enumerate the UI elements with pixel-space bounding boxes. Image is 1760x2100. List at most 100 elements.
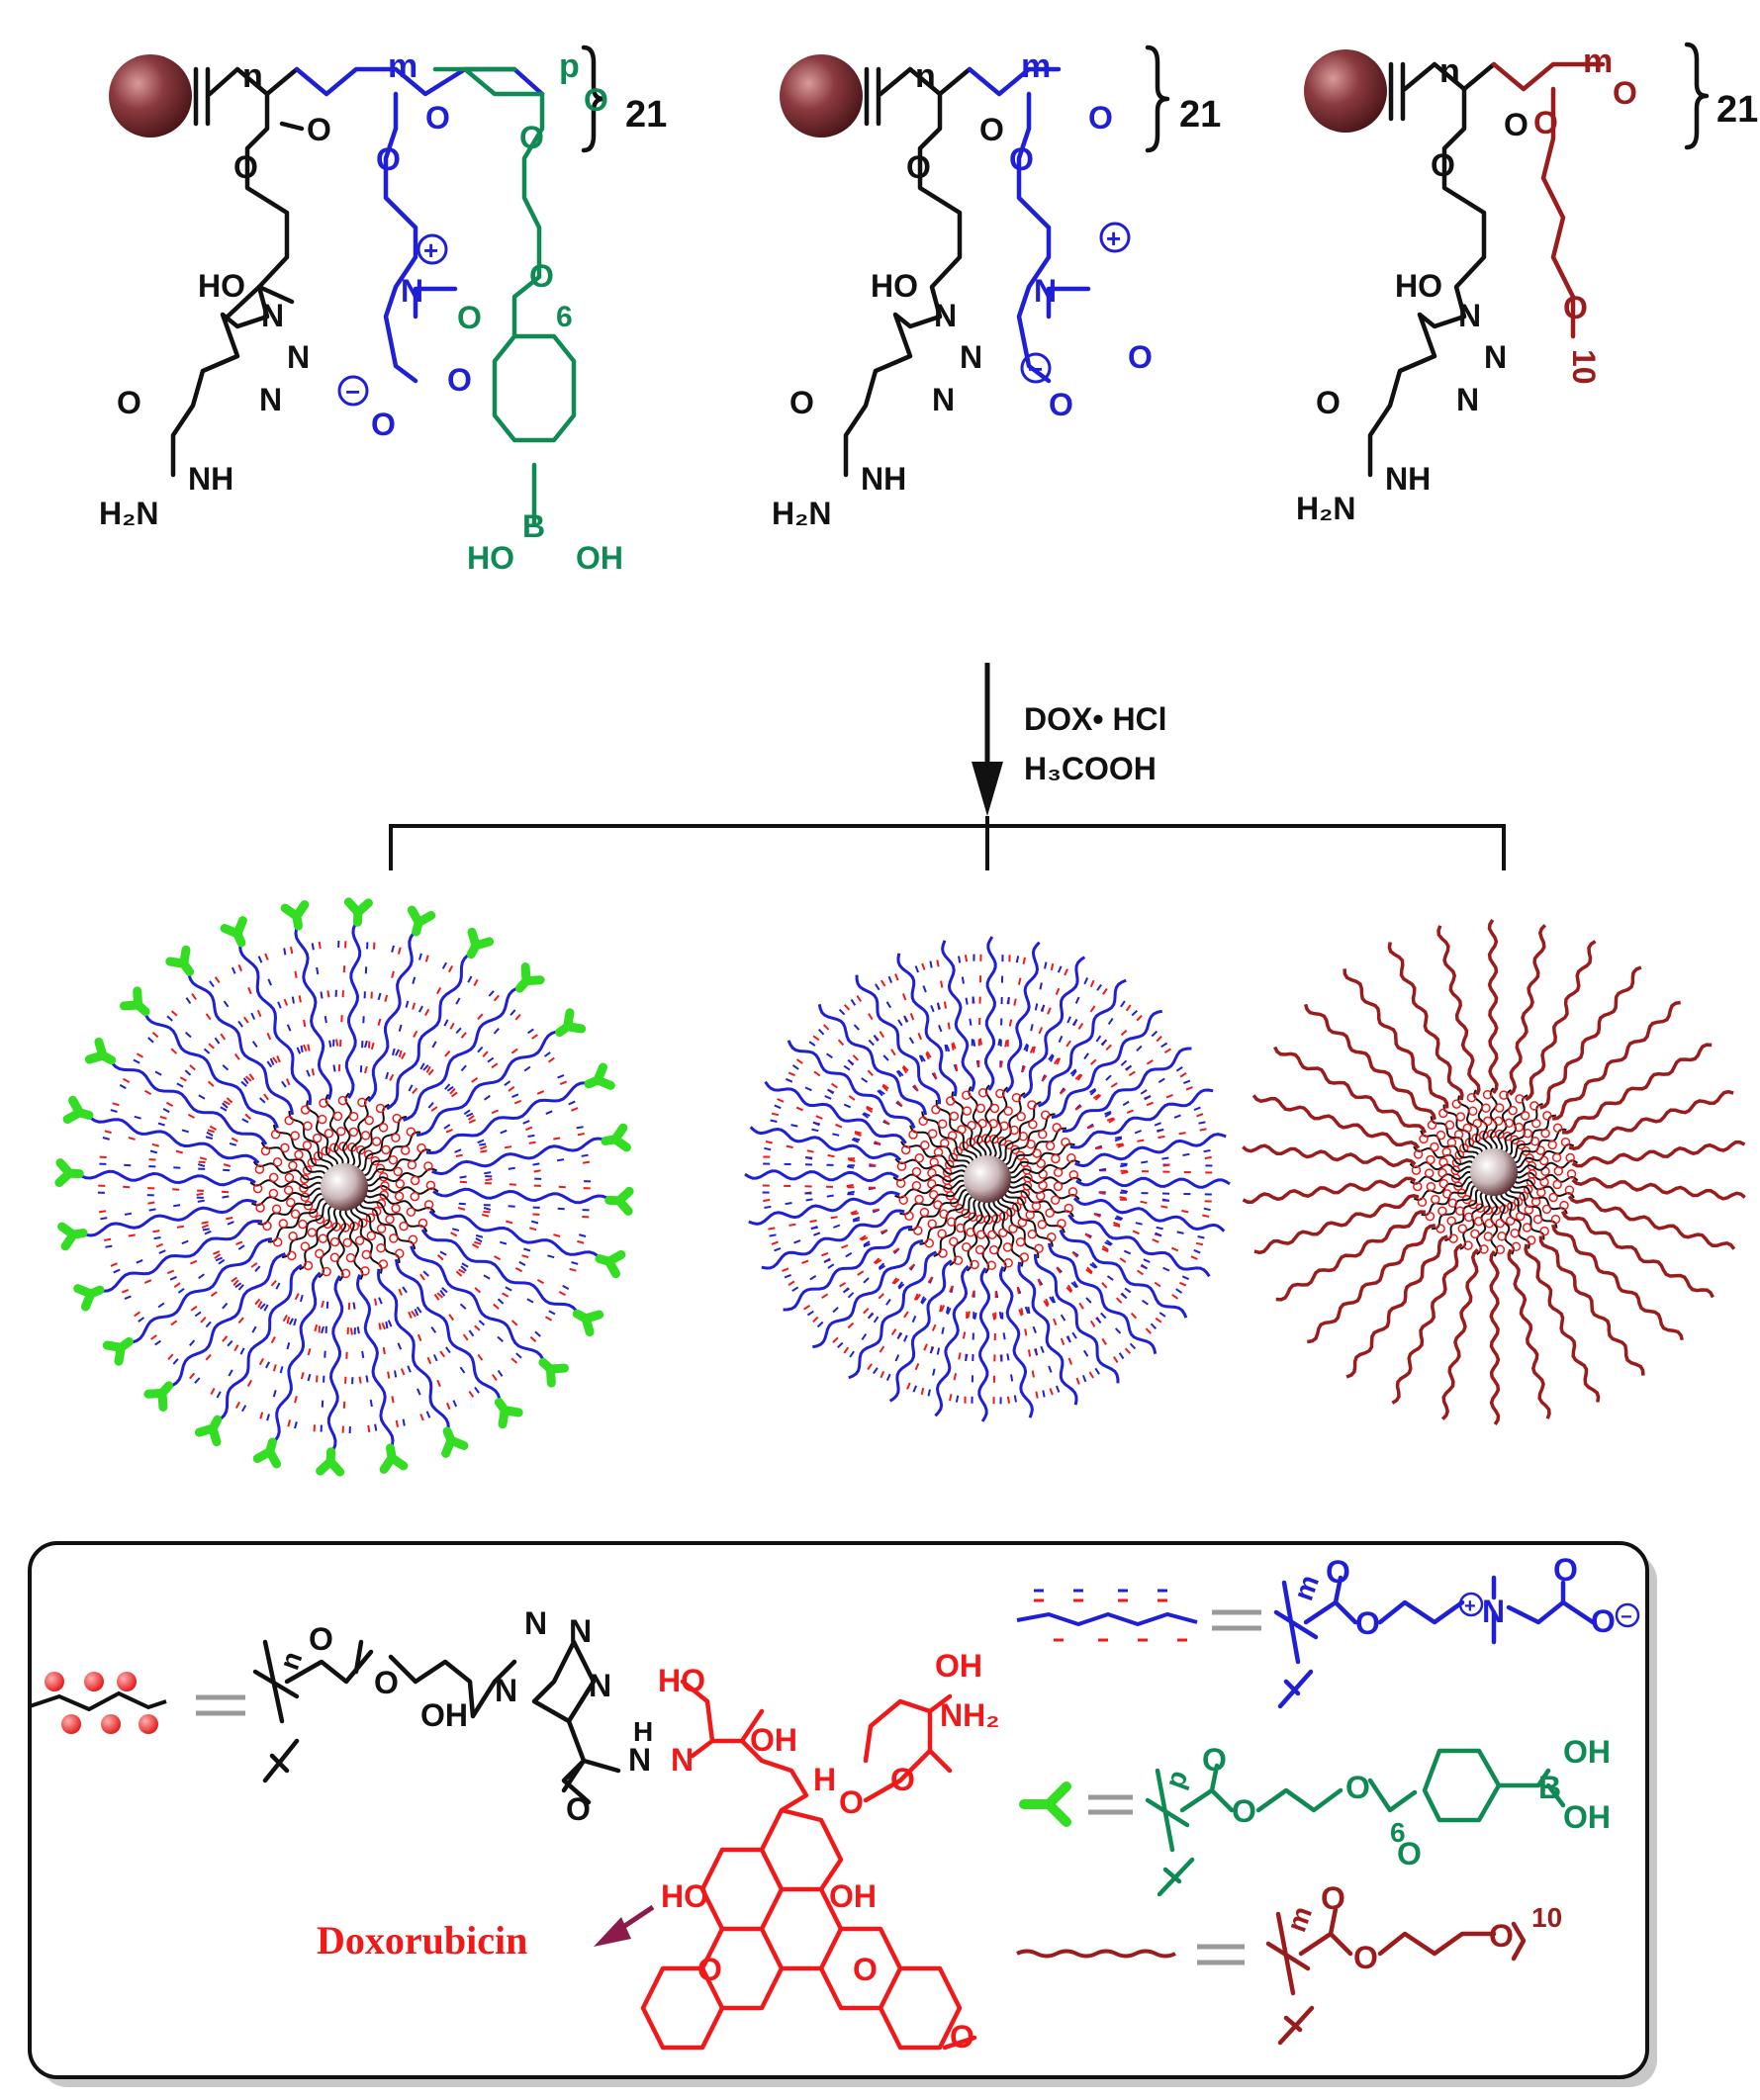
charge-mark — [229, 1141, 237, 1146]
dox-bead — [393, 1166, 403, 1177]
charge-mark — [1152, 1238, 1159, 1243]
charge-mark — [1197, 1235, 1205, 1239]
core-arm — [921, 1111, 975, 1165]
charge-mark — [233, 1344, 239, 1352]
left-repeat-21: 21 — [625, 94, 667, 136]
boronic-acid-tip — [143, 1381, 174, 1412]
dox-bead — [1436, 1130, 1446, 1141]
charge-mark — [813, 1232, 821, 1236]
charge-mark — [303, 1019, 307, 1028]
charge-mark — [381, 1323, 387, 1330]
core-arm — [981, 1198, 991, 1274]
charge-mark — [978, 1038, 983, 1046]
charge-mark — [265, 1361, 271, 1369]
dox-bead — [1010, 1144, 1020, 1154]
charge-mark — [462, 1333, 469, 1341]
core-arm — [318, 1205, 340, 1279]
dox-bead — [1011, 1092, 1022, 1103]
shell-arm — [355, 1274, 395, 1451]
dox-bead — [287, 1250, 297, 1261]
charge-mark — [1095, 1035, 1102, 1043]
dox-bead — [1442, 1189, 1452, 1199]
dox-bead — [302, 1165, 313, 1175]
charge-mark — [426, 1356, 432, 1365]
charge-mark — [110, 1109, 118, 1113]
dox-bead — [1560, 1137, 1571, 1147]
charge-mark — [868, 1039, 875, 1047]
shell-arm — [941, 940, 976, 1092]
dox-bead — [318, 1233, 328, 1243]
dox-bead — [962, 1241, 972, 1252]
left-quat-n: N — [401, 273, 423, 309]
dox-bead — [254, 1164, 265, 1174]
boronic-acid-tip — [194, 1415, 223, 1447]
legend-bor-oh1: OH — [1563, 1734, 1611, 1770]
dox-bead — [1482, 1089, 1493, 1100]
charge-mark — [205, 1353, 212, 1361]
dox-bead — [1463, 1212, 1474, 1223]
charge-mark — [152, 1230, 160, 1233]
charge-mark — [1151, 1030, 1158, 1038]
boronic-acid-tip — [165, 945, 195, 976]
dox-bead — [1479, 1244, 1489, 1254]
shell-arm — [1524, 1243, 1601, 1403]
charge-mark — [314, 1324, 319, 1332]
charge-mark — [264, 953, 269, 960]
charge-mark — [795, 1058, 803, 1064]
charge-mark — [1100, 1039, 1108, 1046]
charge-mark — [1006, 1353, 1010, 1361]
charge-mark — [1051, 1296, 1057, 1304]
charge-mark — [491, 1109, 499, 1115]
charge-mark — [204, 1230, 212, 1235]
charge-mark — [571, 1261, 579, 1265]
charge-mark — [158, 1249, 166, 1254]
dox-bead — [1413, 1181, 1423, 1192]
charge-mark — [119, 1084, 127, 1090]
charge-mark — [263, 1304, 269, 1312]
charge-mark — [185, 1032, 192, 1039]
charge-mark — [885, 1298, 891, 1306]
left-ho-b: HO — [467, 540, 514, 576]
charge-mark — [320, 991, 324, 999]
charge-mark — [208, 1043, 215, 1050]
dox-bead — [286, 1197, 296, 1208]
charge-mark — [936, 959, 940, 967]
charge-mark — [809, 1219, 817, 1224]
boronic-acid-tip — [514, 962, 545, 993]
dox-bead — [399, 1221, 409, 1232]
dox-bead — [1064, 1203, 1074, 1214]
charge-mark — [1065, 1286, 1072, 1294]
shell-arm — [761, 1209, 905, 1270]
left-o-ester-2: O — [425, 100, 450, 136]
core-arm — [1513, 1159, 1579, 1174]
dox-bead — [394, 1191, 405, 1202]
charge-mark — [885, 1001, 892, 1009]
dox-bead — [1431, 1194, 1440, 1205]
charge-mark — [445, 1128, 453, 1134]
charge-mark — [223, 1000, 230, 1008]
silica-core-bead — [1304, 49, 1387, 133]
dox-bead — [929, 1190, 939, 1200]
charge-mark — [241, 1405, 247, 1413]
charge-mark — [786, 1144, 793, 1149]
dox-bead — [1438, 1108, 1448, 1119]
charge-mark — [1121, 1170, 1129, 1175]
charge-mark — [1120, 1000, 1126, 1008]
shell-arm — [1391, 1242, 1463, 1405]
charge-mark — [395, 1419, 399, 1427]
charge-mark — [1056, 1057, 1062, 1065]
core-arm — [894, 1179, 969, 1199]
charge-mark — [1106, 1275, 1114, 1281]
legend-peg-o3: O — [1489, 1918, 1514, 1954]
charge-mark — [793, 1239, 801, 1244]
charge-mark — [277, 1001, 282, 1009]
charge-mark — [1017, 977, 1022, 985]
charge-mark — [944, 1044, 948, 1052]
charge-mark — [398, 1050, 403, 1057]
core-arm — [1501, 1094, 1528, 1155]
charge-mark — [181, 1129, 189, 1134]
dox-bead — [423, 1161, 433, 1171]
dox-bead — [913, 1226, 923, 1235]
charge-mark — [531, 1034, 538, 1040]
core-arm — [935, 1099, 978, 1163]
